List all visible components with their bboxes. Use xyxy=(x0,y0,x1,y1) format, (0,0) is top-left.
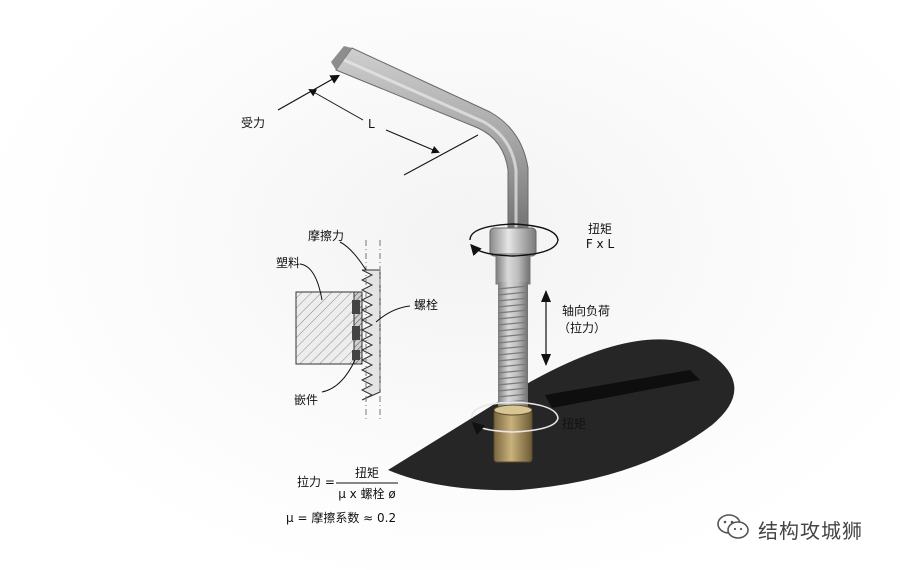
length-dimension-left xyxy=(308,89,364,121)
thread-line xyxy=(497,375,529,380)
insert-leader xyxy=(321,359,356,393)
cross-section-detail xyxy=(295,240,381,420)
bolt-leader xyxy=(375,305,411,323)
thread-line xyxy=(497,357,529,362)
collar-lower xyxy=(495,253,531,285)
thread-line xyxy=(497,315,529,320)
bolt-threads xyxy=(497,285,529,410)
thread-line xyxy=(497,303,529,308)
ground-plane xyxy=(388,339,735,491)
torque-arrow-bottom xyxy=(471,401,559,436)
wrench-arm xyxy=(335,47,529,241)
formula-denominator: μ x 螺栓 ø xyxy=(338,487,396,501)
torque-formula-label: F x L xyxy=(585,237,615,251)
thread-line xyxy=(497,333,529,338)
force-label: 受力 xyxy=(241,116,266,130)
length-dimension-right xyxy=(385,129,440,154)
insert-label: 嵌件 xyxy=(294,393,319,407)
thread-line xyxy=(497,381,529,386)
force-arrow xyxy=(277,74,341,111)
wechat-icon xyxy=(716,512,750,547)
brass-insert xyxy=(493,409,533,463)
dimension-extension xyxy=(403,134,479,176)
wrench-arm-highlight xyxy=(343,58,518,240)
collar xyxy=(489,227,537,257)
formula-numerator: 扭矩 xyxy=(354,466,379,480)
wrench-end-face xyxy=(331,46,352,70)
torque-label-bottom: 扭矩 xyxy=(562,417,587,431)
thread-line xyxy=(497,393,529,398)
friction-leader xyxy=(339,241,367,271)
brass-insert-top xyxy=(493,404,533,416)
thread-line xyxy=(497,351,529,356)
axial-arrow-up-head xyxy=(541,290,551,302)
friction-force-label: 摩擦力 xyxy=(308,229,345,243)
watermark: 结构攻城狮 xyxy=(716,512,863,546)
axial-load-label: 轴向负荷 xyxy=(562,304,611,318)
formula-lhs: 拉力 = xyxy=(297,475,335,489)
thread-line xyxy=(497,369,529,374)
bolt-label: 螺栓 xyxy=(414,298,439,312)
thread-line xyxy=(497,291,529,296)
thread-line xyxy=(497,321,529,326)
thread-line xyxy=(497,285,529,290)
plastic-label: 塑料 xyxy=(276,256,301,270)
wrench-shadow xyxy=(545,370,700,408)
thread-line xyxy=(497,345,529,350)
thread-line xyxy=(497,297,529,302)
torque-arrow-top xyxy=(469,223,559,257)
axial-arrow-down-head xyxy=(541,354,551,366)
thread-line xyxy=(497,339,529,344)
axial-load-paren-label: （拉力） xyxy=(558,321,607,335)
thread-line xyxy=(497,363,529,368)
thread-line xyxy=(497,327,529,332)
torque-label-top: 扭矩 xyxy=(587,222,612,236)
watermark-text: 结构攻城狮 xyxy=(758,518,863,543)
plastic-leader xyxy=(299,263,323,301)
thread-line xyxy=(497,309,529,314)
mu-definition: μ = 摩擦系数 ≈ 0.2 xyxy=(286,511,397,525)
thread-line xyxy=(497,387,529,392)
length-label: L xyxy=(368,117,375,131)
